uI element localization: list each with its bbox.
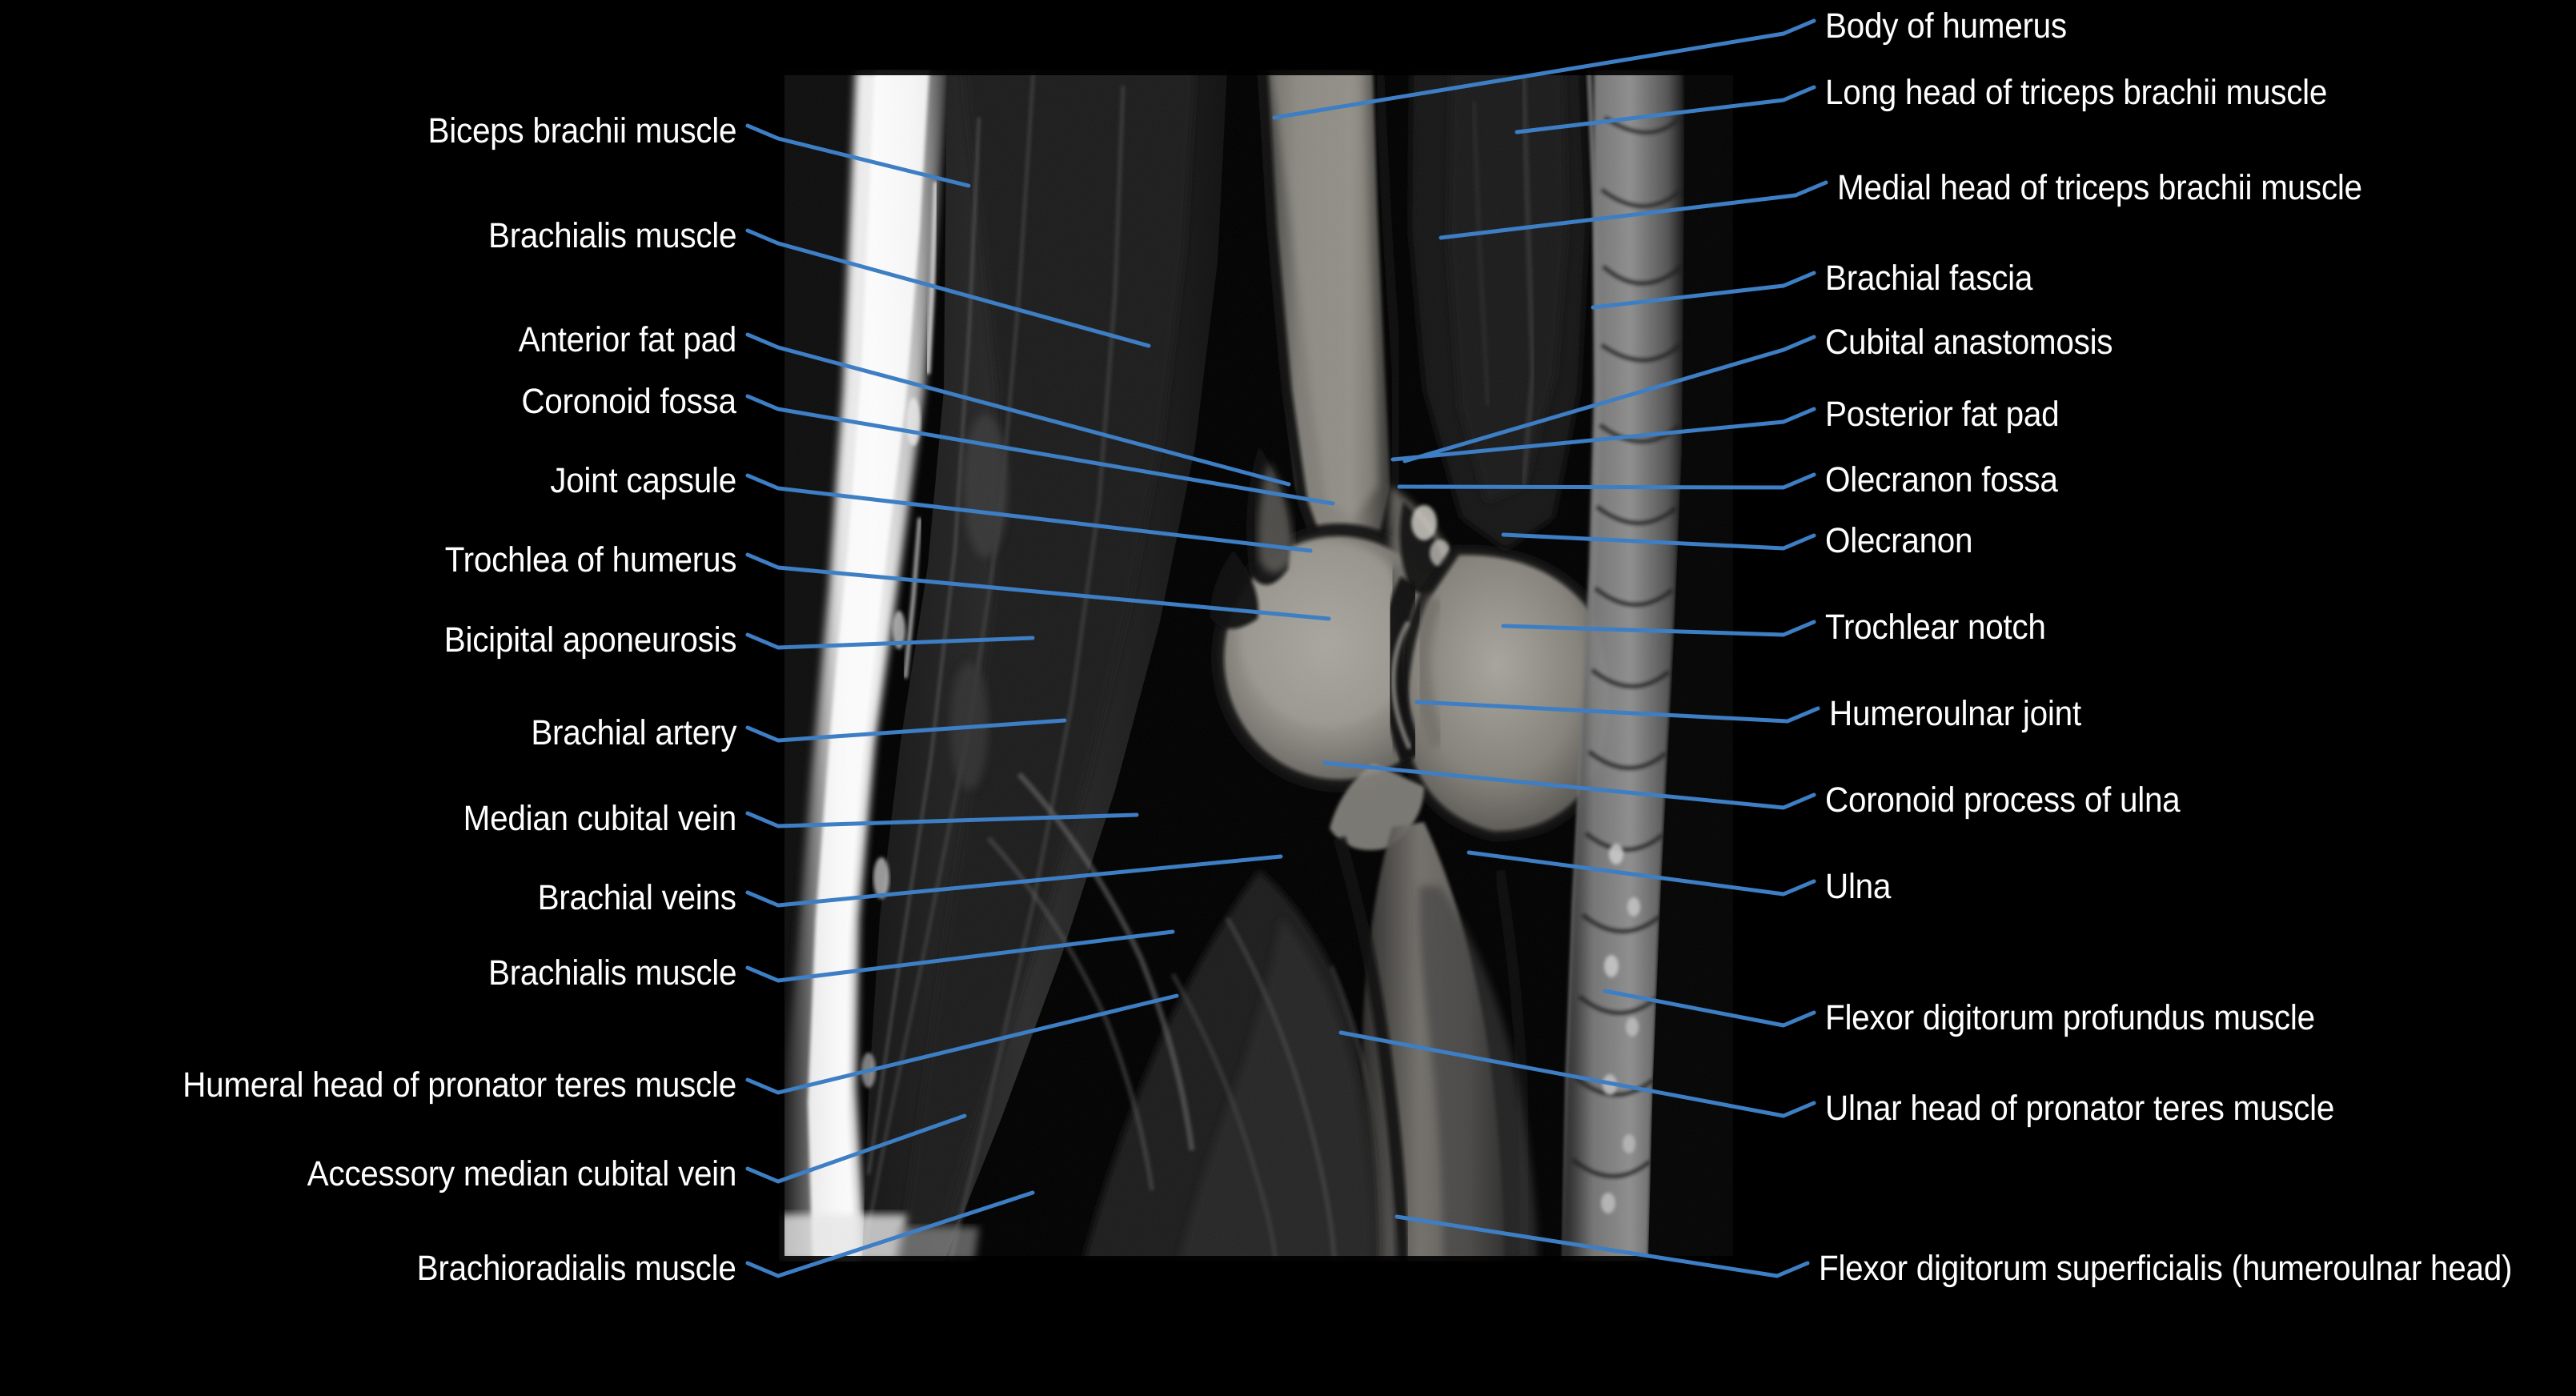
label-biceps-brachii-muscle: Biceps brachii muscle [427,111,736,150]
label-brachial-veins: Brachial veins [537,878,736,917]
label-humeroulnar-joint: Humeroulnar joint [1829,694,2081,733]
label-flexor-digitorum-profundus: Flexor digitorum profundus muscle [1825,998,2315,1037]
label-ulnar-head-pronator-teres: Ulnar head of pronator teres muscle [1825,1089,2335,1128]
mri-render [779,70,1739,1262]
label-joint-capsule: Joint capsule [550,461,736,500]
label-bicipital-aponeurosis: Bicipital aponeurosis [443,620,737,660]
label-flexor-digitorum-superficialis: Flexor digitorum superficialis (humeroul… [1819,1249,2513,1288]
label-median-cubital-vein: Median cubital vein [463,799,737,838]
label-humeral-head-pronator-teres: Humeral head of pronator teres muscle [183,1065,736,1105]
label-trochlear-notch: Trochlear notch [1825,608,2046,647]
label-coronoid-process-of-ulna: Coronoid process of ulna [1825,780,2181,820]
label-brachioradialis-muscle: Brachioradialis muscle [417,1249,736,1288]
label-trochlea-of-humerus: Trochlea of humerus [444,540,737,580]
label-long-head-triceps-brachii: Long head of triceps brachii muscle [1825,73,2328,112]
label-olecranon-fossa: Olecranon fossa [1825,460,2058,499]
label-brachialis-muscle-upper: Brachialis muscle [488,216,737,255]
label-brachialis-muscle-lower: Brachialis muscle [488,953,737,993]
label-olecranon: Olecranon [1825,521,1973,560]
mri-image [779,70,1739,1262]
label-coronoid-fossa: Coronoid fossa [521,382,737,421]
label-medial-head-triceps-brachii: Medial head of triceps brachii muscle [1837,168,2362,207]
label-anterior-fat-pad: Anterior fat pad [518,320,737,359]
label-posterior-fat-pad: Posterior fat pad [1825,395,2060,434]
label-cubital-anastomosis: Cubital anastomosis [1825,323,2113,362]
label-ulna: Ulna [1825,867,1892,906]
label-brachial-artery: Brachial artery [531,713,736,752]
label-accessory-median-cubital-vein: Accessory median cubital vein [307,1154,737,1193]
label-brachial-fascia: Brachial fascia [1825,259,2033,298]
label-body-of-humerus: Body of humerus [1825,6,2067,46]
